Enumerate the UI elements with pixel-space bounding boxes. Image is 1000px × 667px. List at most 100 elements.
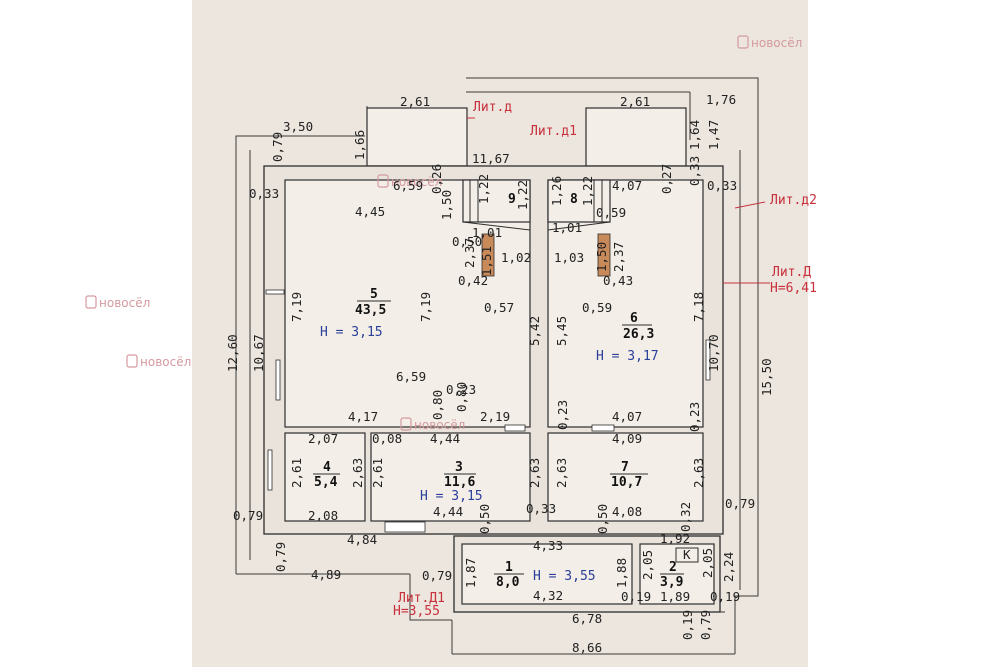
svg-text:0,80: 0,80 (430, 390, 445, 420)
svg-text:12,60: 12,60 (225, 334, 240, 372)
room-7-area (547, 432, 704, 522)
label-lit-D1: Лит.Д1 (398, 591, 445, 606)
svg-text:2,63: 2,63 (527, 458, 542, 488)
annex-lit-d1 (585, 107, 687, 167)
svg-text:5,45: 5,45 (554, 316, 569, 346)
svg-text:0,43: 0,43 (603, 273, 633, 288)
svg-text:1,26: 1,26 (549, 176, 564, 206)
svg-text:0,80: 0,80 (454, 382, 469, 412)
svg-text:0,79: 0,79 (698, 610, 713, 640)
room-9-label: 9 (508, 192, 516, 207)
svg-text:0,08: 0,08 (372, 431, 402, 446)
svg-text:Н = 3,15: Н = 3,15 (320, 325, 383, 340)
svg-text:2,37: 2,37 (611, 242, 626, 272)
svg-text:Н = 3,15: Н = 3,15 (420, 489, 483, 504)
svg-text:2,08: 2,08 (308, 508, 338, 523)
svg-text:4,09: 4,09 (612, 431, 642, 446)
svg-text:6,59: 6,59 (396, 369, 426, 384)
svg-text:1,87: 1,87 (463, 558, 478, 588)
svg-text:1,22: 1,22 (580, 176, 595, 206)
svg-text:0,26: 0,26 (429, 164, 444, 194)
svg-text:7,18: 7,18 (691, 292, 706, 322)
svg-text:1,47: 1,47 (706, 120, 721, 150)
svg-text:4,84: 4,84 (347, 532, 377, 547)
svg-text:0,33: 0,33 (526, 501, 556, 516)
svg-text:1,02: 1,02 (501, 250, 531, 265)
svg-text:43,5: 43,5 (355, 303, 386, 318)
svg-text:4,89: 4,89 (311, 567, 341, 582)
svg-text:1,89: 1,89 (660, 589, 690, 604)
window (384, 521, 426, 533)
watermark-left-1: новосёл (85, 295, 150, 310)
svg-text:0,50: 0,50 (452, 234, 482, 249)
room-3-label: 3 11,6 Н = 3,15 (420, 460, 483, 504)
svg-text:11,6: 11,6 (444, 475, 475, 490)
svg-text:0,33: 0,33 (687, 156, 702, 186)
svg-text:6,59: 6,59 (393, 178, 423, 193)
annex-lit-d (366, 107, 468, 167)
svg-text:1,92: 1,92 (660, 531, 690, 546)
svg-text:7,19: 7,19 (289, 292, 304, 322)
watermark-center-1: новосёл (377, 174, 442, 189)
svg-text:6,78: 6,78 (572, 611, 602, 626)
watermark-text: новосёл (414, 418, 465, 432)
svg-text:8,66: 8,66 (572, 640, 602, 655)
svg-text:7,19: 7,19 (418, 292, 433, 322)
chimney-left (481, 233, 495, 277)
svg-text:1: 1 (505, 560, 513, 575)
svg-text:1,01: 1,01 (472, 225, 502, 240)
svg-text:1,88: 1,88 (614, 558, 629, 588)
svg-text:4,17: 4,17 (348, 409, 378, 424)
room-2-label: 2 3,9 (660, 560, 684, 590)
svg-text:1,03: 1,03 (554, 250, 584, 265)
watermark-text: новосёл (391, 175, 442, 189)
watermark-text: новосёл (140, 355, 191, 369)
room-7-label: 7 10,7 (610, 460, 648, 490)
label-lit-D1-height: Н=3,55 (393, 604, 440, 619)
svg-text:10,7: 10,7 (611, 475, 642, 490)
window (504, 424, 526, 432)
window (275, 359, 281, 401)
svg-text:2,61: 2,61 (370, 458, 385, 488)
window (265, 289, 285, 295)
svg-text:2,61: 2,61 (620, 94, 650, 109)
label-lit-d: Лит.д (473, 100, 512, 115)
svg-text:2,63: 2,63 (691, 458, 706, 488)
label-lit-d2: Лит.д2 (770, 193, 817, 208)
svg-text:0,42: 0,42 (458, 273, 488, 288)
svg-text:4,44: 4,44 (430, 431, 460, 446)
svg-text:2,63: 2,63 (350, 458, 365, 488)
svg-text:3: 3 (455, 460, 463, 475)
svg-text:2,63: 2,63 (554, 458, 569, 488)
svg-text:0,32: 0,32 (678, 502, 693, 532)
label-lit-D: Лит.Д (772, 265, 811, 280)
svg-text:5: 5 (370, 287, 378, 302)
svg-text:0,79: 0,79 (270, 132, 285, 162)
svg-text:0,33: 0,33 (249, 186, 279, 201)
svg-text:0,27: 0,27 (659, 164, 674, 194)
watermark-text: новосёл (99, 296, 150, 310)
window (267, 449, 273, 491)
svg-text:4: 4 (323, 460, 331, 475)
svg-text:2,05: 2,05 (700, 548, 715, 578)
svg-text:6: 6 (630, 311, 638, 326)
svg-text:Н = 3,55: Н = 3,55 (533, 569, 596, 584)
svg-text:2,19: 2,19 (480, 409, 510, 424)
svg-text:2,24: 2,24 (721, 552, 736, 582)
svg-text:0,79: 0,79 (725, 496, 755, 511)
svg-text:0,79: 0,79 (273, 542, 288, 572)
svg-text:1,50: 1,50 (439, 190, 454, 220)
chimney-right (597, 233, 611, 277)
label-leaders (467, 117, 770, 284)
svg-text:2,61: 2,61 (289, 458, 304, 488)
svg-text:2,07: 2,07 (308, 431, 338, 446)
svg-text:0,57: 0,57 (484, 300, 514, 315)
window (591, 424, 615, 432)
svg-text:1,50: 1,50 (594, 242, 609, 272)
svg-text:0,23: 0,23 (555, 400, 570, 430)
svg-text:4,33: 4,33 (533, 538, 563, 553)
svg-text:2,05: 2,05 (640, 550, 655, 580)
watermark-text: новосёл (751, 36, 802, 50)
svg-text:0,19: 0,19 (680, 610, 695, 640)
